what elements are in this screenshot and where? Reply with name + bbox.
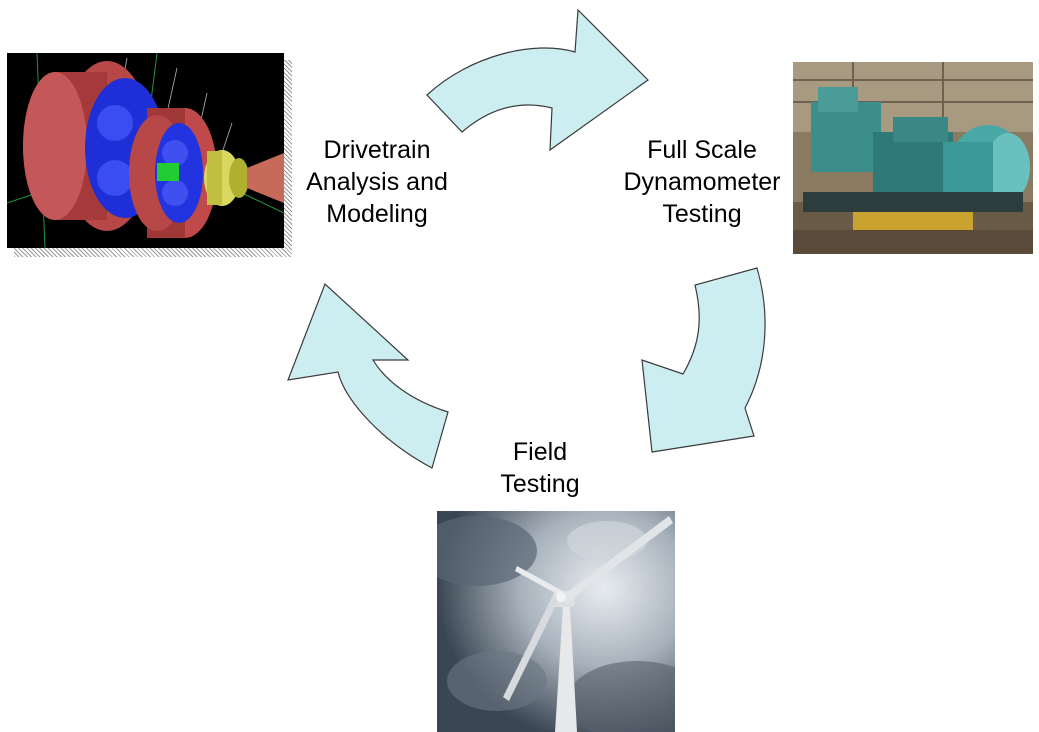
dynamometer-test-rig-icon: [793, 62, 1033, 254]
stage-label-line: Dynamometer: [623, 168, 781, 196]
stage-label-dynamometer: Full Scale Dynamometer Testing: [604, 134, 800, 230]
stage-label-line: Analysis and: [306, 168, 448, 196]
stage-label-modeling: Drivetrain Analysis and Modeling: [282, 134, 472, 230]
stage-label-line: Full Scale: [647, 136, 757, 164]
arrow-dynamometer-to-field: [641, 267, 766, 453]
dynamometer-photo: [793, 62, 1033, 254]
stage-label-line: Drivetrain: [323, 136, 431, 164]
wind-turbine-photo: [437, 511, 675, 732]
stage-label-line: Field: [512, 438, 568, 466]
arrow-field-to-modeling: [287, 282, 449, 469]
gearbox-model-image: [7, 53, 284, 248]
arrow-modeling-to-dynamometer: [426, 8, 649, 152]
stage-label-field: Field Testing: [470, 436, 610, 500]
gearbox-3d-render-icon: [7, 53, 284, 248]
wind-turbine-under-cloudy-sky-icon: [437, 511, 675, 732]
stage-label-line: Testing: [500, 470, 580, 498]
stage-label-line: Modeling: [326, 200, 428, 228]
stage-label-line: Testing: [662, 200, 742, 228]
